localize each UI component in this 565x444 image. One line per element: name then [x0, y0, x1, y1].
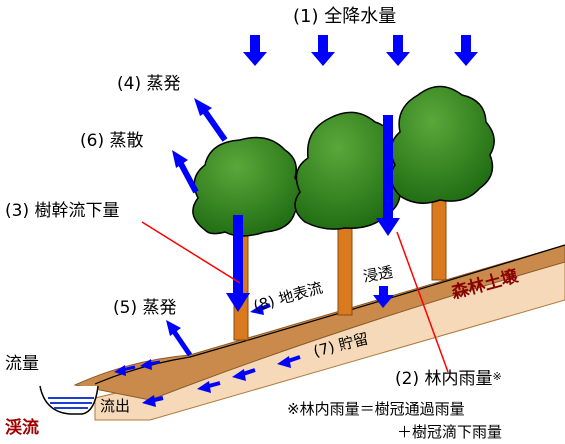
storage-flow-arrow: [232, 368, 256, 381]
note-line-1: ※林内雨量＝樹冠通過雨量: [287, 400, 465, 418]
evaporation-ground-arrow: [166, 320, 193, 357]
ground-surface-line: [94, 244, 565, 385]
rainfall-arrow: [454, 35, 478, 66]
throughfall-pointer-line: [396, 231, 449, 373]
label-stream: 渓流: [5, 418, 39, 438]
evaporation-canopy-arrow: [194, 98, 228, 142]
label-total-precipitation: (1) 全降水量: [293, 6, 397, 27]
rainfall-arrow: [243, 35, 267, 66]
outflow-surface-arrow: [114, 365, 136, 376]
tree-canopy-right: [390, 85, 495, 204]
surface-flow-arrow: [250, 303, 271, 315]
outflow-surface-arrow: [140, 359, 161, 370]
storage-flow-arrow: [142, 395, 164, 407]
label-throughfall-text: (2) 林内雨量: [395, 369, 493, 389]
label-discharge: 流量: [5, 354, 39, 374]
transpiration-arrow: [172, 150, 199, 194]
label-stemflow: (3) 樹幹流下量: [5, 201, 120, 221]
label-evaporation-ground: (5) 蒸発: [113, 298, 177, 318]
stemflow-pointer-line: [141, 221, 241, 284]
infiltration-arrow: [373, 286, 394, 308]
rainfall-arrow: [311, 35, 335, 66]
throughfall-arrow: [376, 115, 400, 236]
stemflow-arrow: [226, 215, 250, 312]
storage-flow-arrow: [277, 355, 301, 368]
storage-flow-arrow: [197, 381, 221, 393]
tree-canopy-left: [192, 136, 304, 237]
stream-channel: [39, 385, 99, 415]
soil-upper-layer: [73, 244, 565, 401]
label-throughfall: (2) 林内雨量※: [395, 371, 502, 388]
rainfall-arrow: [386, 35, 410, 66]
note-line-2: ＋樹冠滴下雨量: [397, 423, 503, 441]
label-throughfall-mark: ※: [492, 370, 502, 383]
label-transpiration: (6) 蒸散: [80, 131, 144, 151]
label-outflow: 流出: [100, 397, 131, 415]
label-evaporation-canopy: (4) 蒸発: [117, 74, 181, 94]
